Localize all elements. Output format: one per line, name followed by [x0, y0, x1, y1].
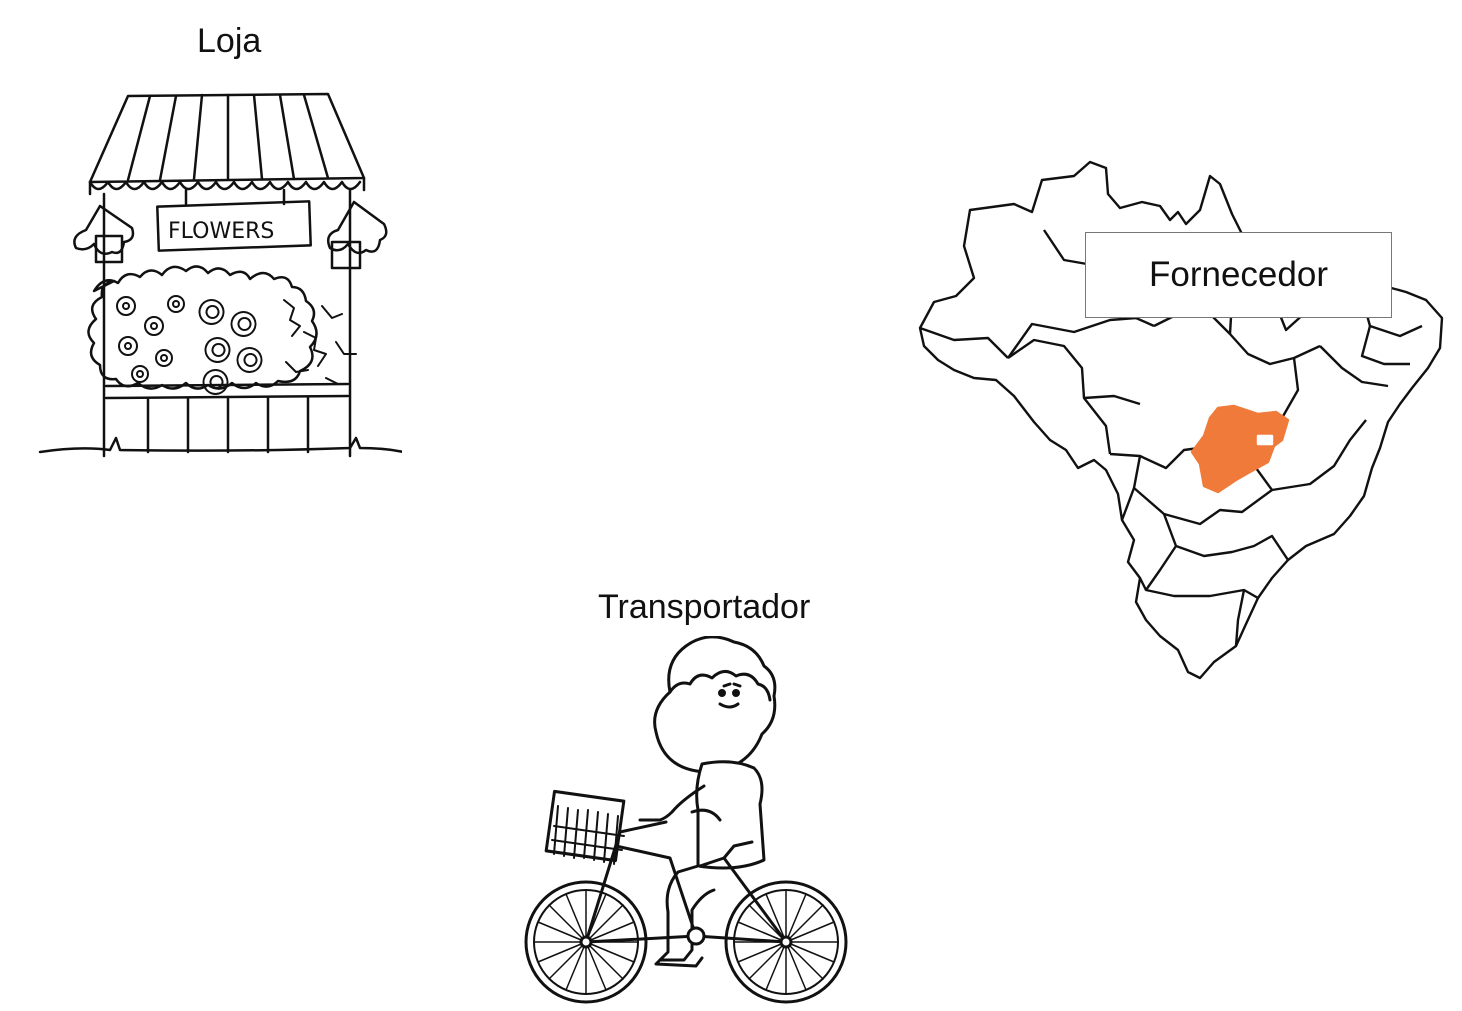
brazil-map-icon — [918, 160, 1444, 680]
supplier-label: Fornecedor — [1085, 232, 1392, 318]
flower-shop-icon: FLOWERS — [38, 92, 402, 458]
cyclist-delivery-icon — [524, 636, 848, 1004]
shop-sign: FLOWERS — [168, 219, 274, 244]
transporter-label: Transportador — [598, 588, 811, 626]
shop-label: Loja — [197, 22, 262, 60]
